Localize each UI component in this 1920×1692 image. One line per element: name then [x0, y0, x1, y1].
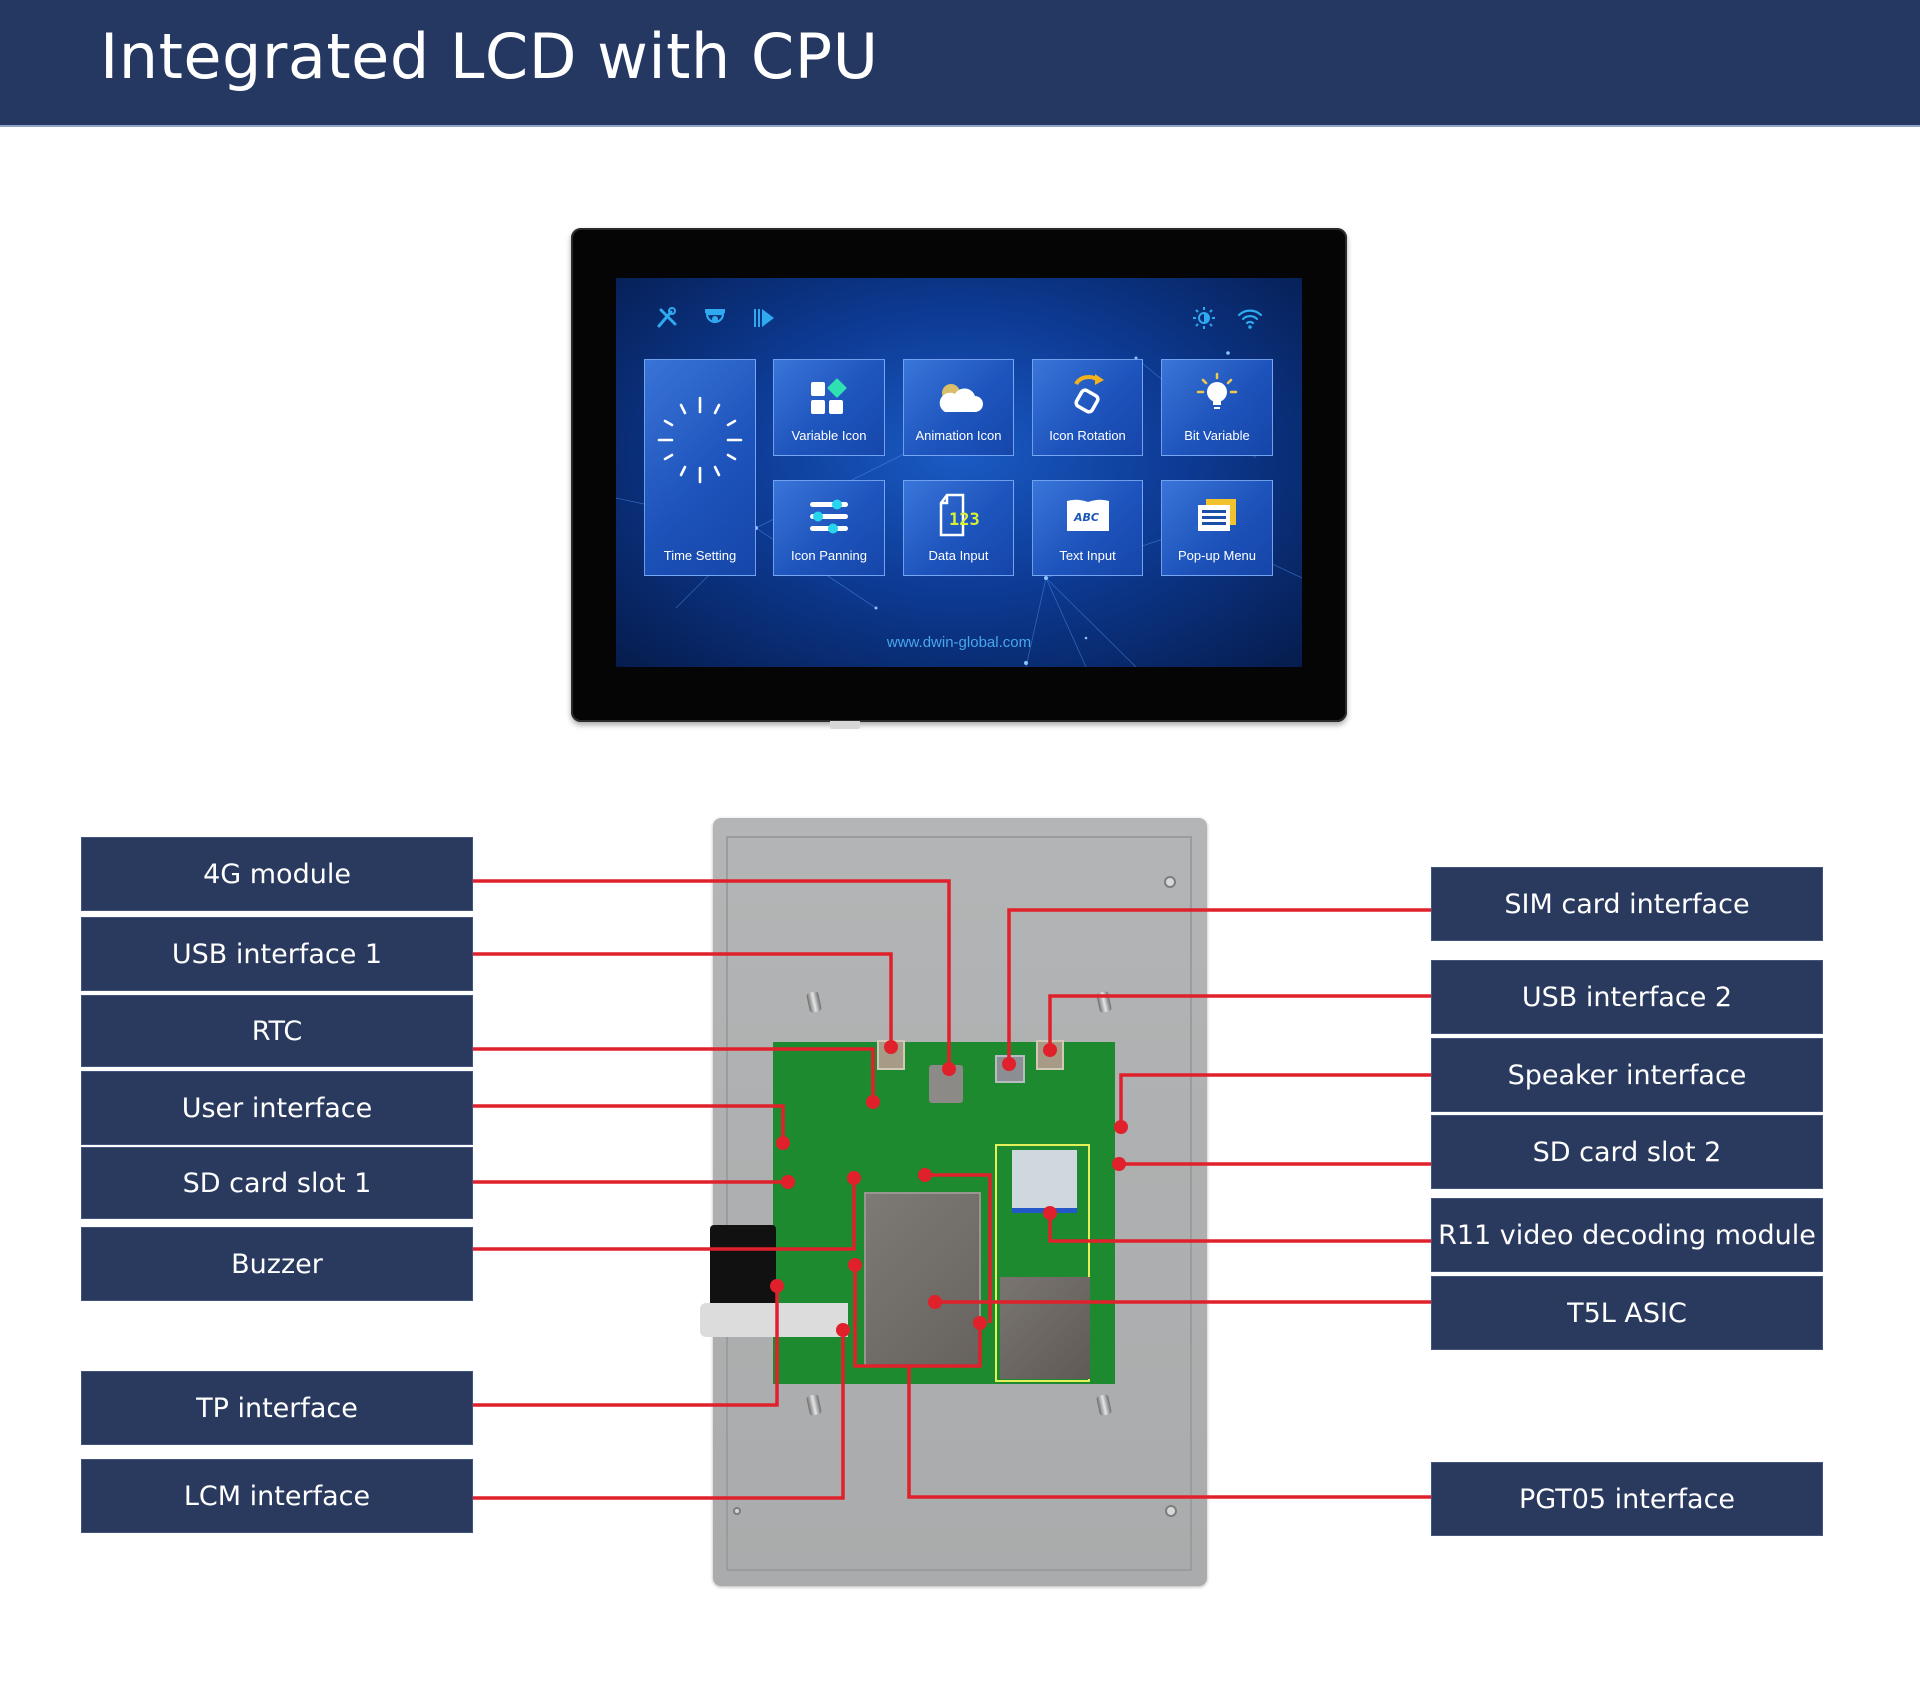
callout-sim-card-interface: SIM card interface: [1431, 867, 1823, 941]
screw-top-right: [1164, 876, 1176, 888]
callout-r11-video-decoding-module: R11 video decoding module: [1431, 1198, 1823, 1272]
callout-t5l-asic: T5L ASIC: [1431, 1276, 1823, 1350]
callout-sd-card-slot-2: SD card slot 2: [1431, 1115, 1823, 1189]
callout-pgt05-interface: PGT05 interface: [1431, 1462, 1823, 1536]
tile-data-input[interactable]: 123 Data Input: [903, 480, 1014, 576]
usb-port-2: [1036, 1040, 1064, 1070]
svg-text:123: 123: [949, 510, 980, 530]
grid-icon: [774, 378, 884, 418]
svg-text:ABC: ABC: [1073, 511, 1099, 524]
page-title: Integrated LCD with CPU: [100, 20, 879, 93]
connector-tab: [830, 721, 860, 729]
t5l-shield: [864, 1192, 981, 1367]
tile-popup-menu[interactable]: Pop-up Menu: [1161, 480, 1273, 576]
callout-tp-interface: TP interface: [81, 1371, 473, 1445]
r11-ribbon-cable: [1012, 1150, 1077, 1213]
sim-slot: [995, 1055, 1025, 1083]
callout-4g-module: 4G module: [81, 837, 473, 911]
website-url[interactable]: www.dwin-global.com: [886, 634, 1032, 651]
4g-module-chip: [929, 1065, 963, 1103]
callout-user-interface: User interface: [81, 1071, 473, 1145]
callout-rtc: RTC: [81, 995, 473, 1067]
callout-buzzer: Buzzer: [81, 1227, 473, 1301]
screw-bottom-right: [1165, 1505, 1177, 1517]
cloud-icon: [904, 380, 1013, 416]
tile-label: Data Input: [928, 548, 989, 563]
tile-label: Variable Icon: [791, 428, 867, 443]
clock-icon: [645, 390, 755, 490]
menu-list-icon: [1162, 497, 1272, 535]
speaker-module: [710, 1225, 776, 1313]
callout-sd-card-slot-1: SD card slot 1: [81, 1147, 473, 1219]
wifi-icon[interactable]: [1236, 304, 1264, 332]
tile-bit-variable[interactable]: Bit Variable: [1161, 359, 1273, 456]
lightbulb-icon: [1162, 372, 1272, 418]
brightness-icon[interactable]: [1190, 304, 1218, 332]
abc-book-icon: ABC: [1033, 497, 1142, 535]
camera-icon[interactable]: [701, 304, 729, 332]
callout-speaker-interface: Speaker interface: [1431, 1038, 1823, 1112]
tile-label: Bit Variable: [1184, 428, 1250, 443]
tile-label: Icon Panning: [791, 548, 867, 563]
tile-label: Text Input: [1059, 548, 1116, 563]
rotate-icon: [1033, 372, 1142, 418]
tile-label: Time Setting: [663, 548, 737, 563]
tile-variable-icon[interactable]: Variable Icon: [773, 359, 885, 456]
play-icon[interactable]: [750, 304, 778, 332]
tile-label: Animation Icon: [915, 428, 1002, 443]
header-banner: Integrated LCD with CPU: [0, 0, 1920, 127]
tile-icon-rotation[interactable]: Icon Rotation: [1032, 359, 1143, 456]
r11-shield: [1000, 1277, 1090, 1379]
tile-text-input[interactable]: ABC Text Input: [1032, 480, 1143, 576]
usb-port-1: [877, 1040, 905, 1070]
tile-label: Pop-up Menu: [1177, 548, 1257, 563]
sliders-icon: [774, 499, 884, 535]
numeric-document-icon: 123: [904, 493, 1013, 539]
tile-icon-panning[interactable]: Icon Panning: [773, 480, 885, 576]
lcd-screen: Time Setting Variable Icon Animation Ico…: [616, 278, 1302, 667]
callout-lcm-interface: LCM interface: [81, 1459, 473, 1533]
callout-usb-interface-1: USB interface 1: [81, 917, 473, 991]
tile-time-setting[interactable]: Time Setting: [644, 359, 756, 576]
tools-icon[interactable]: [653, 304, 681, 332]
callout-usb-interface-2: USB interface 2: [1431, 960, 1823, 1034]
flat-cable: [700, 1303, 848, 1337]
tile-animation-icon[interactable]: Animation Icon: [903, 359, 1014, 456]
screw-bottom-left: [733, 1507, 741, 1515]
tile-label: Icon Rotation: [1049, 428, 1126, 443]
